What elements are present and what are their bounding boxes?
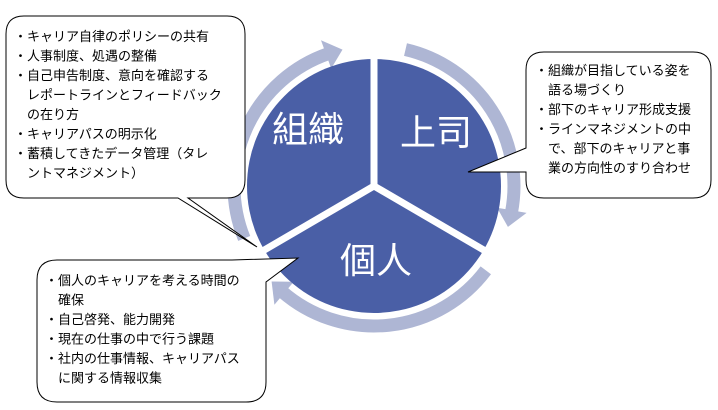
bubble-individual-line: ・個人のキャリアを考える時間の bbox=[45, 274, 240, 289]
bubble-organization-line: ントマネジメント） bbox=[14, 167, 144, 182]
bubble-individual-line: ・現在の仕事の中で行う課題 bbox=[45, 332, 214, 348]
ring-arc-left bbox=[277, 266, 491, 333]
bubble-organization-text: ・キャリア自律のポリシーの共有 ・人事制度、処遇の整備 ・自己申告制度、意向を確… bbox=[14, 30, 226, 182]
bubble-organization-shape bbox=[5, 15, 258, 248]
divider-lower-right bbox=[372, 182, 496, 260]
bubble-organization-line: ・人事制度、処遇の整備 bbox=[14, 49, 157, 65]
bubble-individual: ・個人のキャリアを考える時間の 確保 ・自己啓発、能力開発 ・現在の仕事の中で行… bbox=[36, 257, 300, 403]
ring-arrowhead-top bbox=[321, 40, 343, 69]
bubble-manager: ・組織が目指している姿を 語る場づくり ・部下のキャリア形成支援 ・ラインマネジ… bbox=[467, 51, 712, 199]
bubble-organization-line: ・蓄積してきたデータ管理（タレ bbox=[14, 146, 208, 162]
ring-arc-right bbox=[404, 43, 521, 214]
ring-arrowhead-right bbox=[497, 207, 527, 227]
bubble-manager-line: 業の方向性のすり合わせ bbox=[535, 161, 691, 177]
bubble-individual-text: ・個人のキャリアを考える時間の 確保 ・自己啓発、能力開発 ・現在の仕事の中で行… bbox=[45, 274, 244, 387]
segment-label-individual: 個人 bbox=[340, 241, 412, 282]
bubble-individual-line: 確保 bbox=[45, 293, 84, 309]
cycle-ring bbox=[227, 40, 527, 333]
ring-arrowhead-left bbox=[271, 281, 294, 305]
bubble-individual-line: ・社内の仕事情報、キャリアパス bbox=[45, 351, 240, 367]
bubble-organization-line: ・自己申告制度、意向を確認する bbox=[14, 68, 209, 84]
bubble-manager-line: ・ラインマネジメントの中 bbox=[535, 123, 691, 138]
bubble-manager-line: ・部下のキャリア形成支援 bbox=[535, 103, 691, 118]
bubble-organization-line: の在り方 bbox=[14, 107, 79, 123]
bubble-manager-line: で、部下のキャリアと事 bbox=[535, 142, 690, 157]
segment-label-manager: 上司 bbox=[400, 113, 472, 154]
segment-label-organization: 組織 bbox=[272, 110, 344, 151]
bubble-organization-line: ・キャリアパスの明示化 bbox=[14, 128, 157, 143]
bubble-organization-line: ・キャリア自律のポリシーの共有 bbox=[14, 30, 209, 45]
ring-arc-top bbox=[227, 47, 331, 241]
bubble-organization-line: レポートラインとフィードバック bbox=[14, 89, 222, 104]
bubble-individual-line: ・自己啓発、能力開発 bbox=[45, 313, 175, 328]
divider-lower-left bbox=[252, 182, 376, 260]
segment-dividers bbox=[252, 52, 496, 260]
bubble-organization: ・キャリア自律のポリシーの共有 ・人事制度、処遇の整備 ・自己申告制度、意向を確… bbox=[5, 15, 258, 248]
bubble-individual-line: に関する情報収集 bbox=[45, 371, 162, 387]
bubble-manager-line: 語る場づくり bbox=[535, 83, 626, 99]
bubble-manager-shape bbox=[467, 51, 712, 199]
bubble-manager-line: ・組織が目指している姿を bbox=[535, 63, 691, 79]
bubble-manager-text: ・組織が目指している姿を 語る場づくり ・部下のキャリア形成支援 ・ラインマネジ… bbox=[535, 63, 695, 177]
bubble-individual-shape bbox=[36, 257, 300, 403]
